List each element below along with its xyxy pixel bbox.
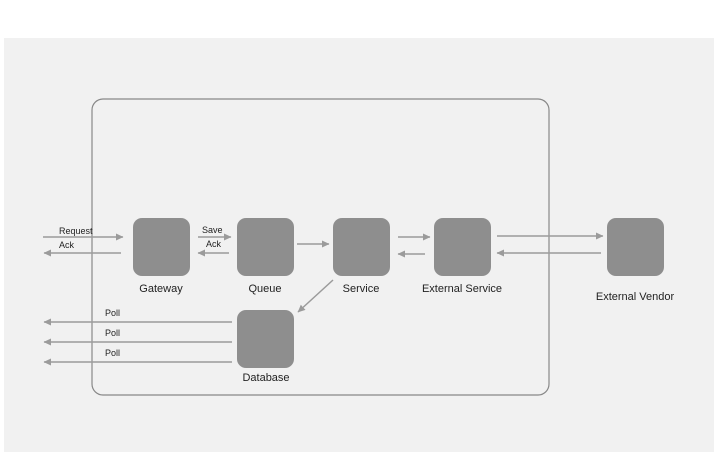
gateway-node[interactable]: [133, 218, 190, 276]
edge-poll-label-1: Poll: [105, 308, 120, 318]
edge-request-label: Request: [59, 226, 93, 236]
external-vendor-node[interactable]: [607, 218, 664, 276]
edge-poll-label-3: Poll: [105, 348, 120, 358]
service-label: Service: [343, 283, 380, 295]
database-label: Database: [242, 372, 289, 384]
service-node[interactable]: [333, 218, 390, 276]
edge-ack-gateway-label: Ack: [59, 240, 75, 250]
nodes: [133, 218, 664, 368]
queue-label: Queue: [248, 283, 281, 295]
node-labels: Gateway Queue Service External Service E…: [139, 283, 674, 384]
external-service-node[interactable]: [434, 218, 491, 276]
edge-labels: Request Ack Save Ack Poll Poll Poll: [59, 225, 223, 358]
edge-poll-label-2: Poll: [105, 328, 120, 338]
queue-node[interactable]: [237, 218, 294, 276]
database-node[interactable]: [237, 310, 294, 368]
edge-save-label: Save: [202, 225, 223, 235]
edge-service-database-arrow: [297, 279, 334, 313]
external-vendor-label: External Vendor: [596, 291, 675, 303]
system-boundary: [91, 98, 550, 396]
edges: [43, 232, 604, 366]
external-service-label: External Service: [422, 283, 502, 295]
edge-ack-queue-label: Ack: [206, 239, 222, 249]
gateway-label: Gateway: [139, 283, 183, 295]
